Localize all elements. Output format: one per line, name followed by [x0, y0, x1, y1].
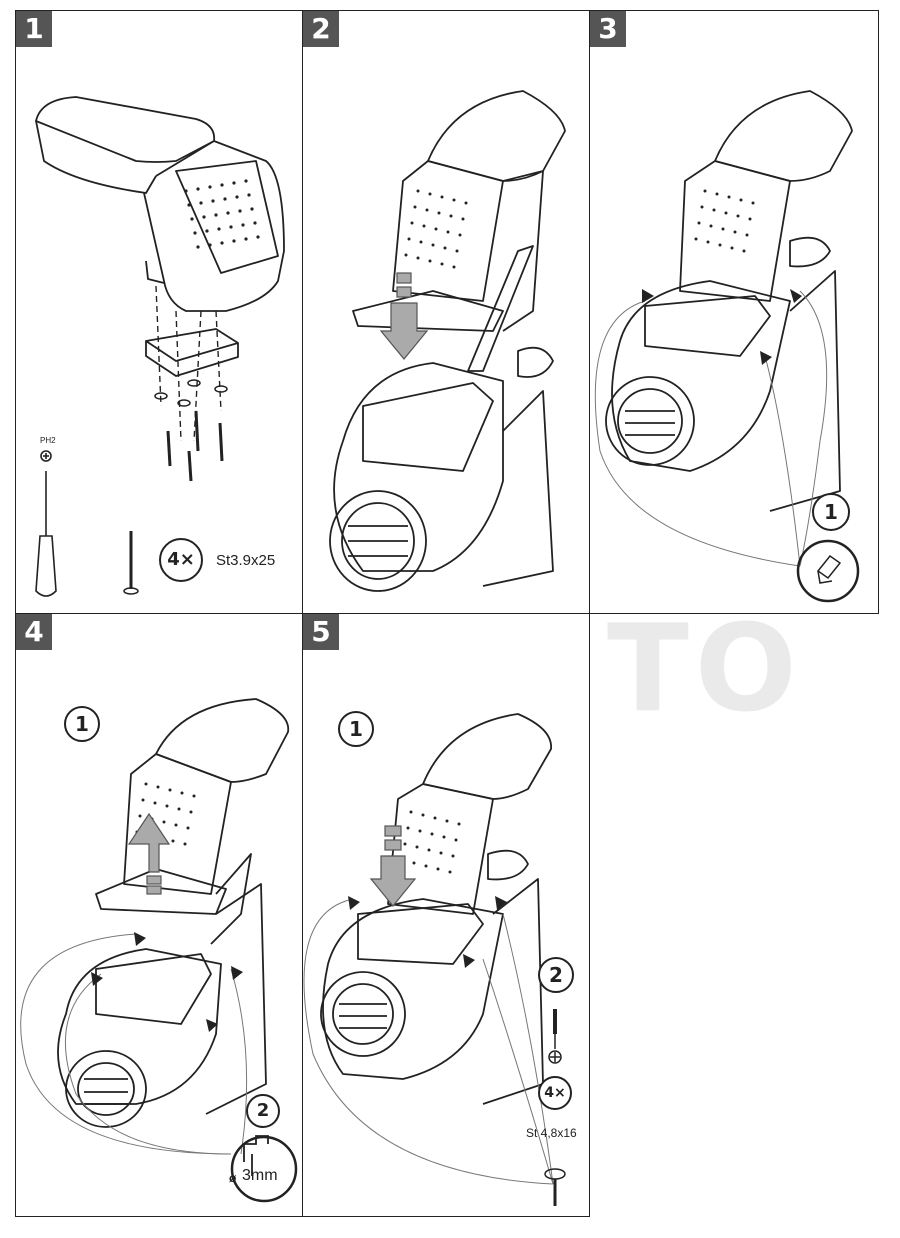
screw-spec-label: St 4,8x16	[526, 1126, 577, 1140]
step-2-panel: 2	[302, 10, 590, 614]
armrest-adjust-drawing	[20, 698, 298, 1203]
step-number: 3	[590, 11, 626, 47]
step-5-panel: 5	[302, 613, 590, 1217]
quantity-badge: 4×	[159, 538, 203, 582]
tool-label: PH2	[40, 436, 56, 445]
armrest-exploded-drawing	[35, 96, 285, 597]
drill-prefix: ø	[229, 1171, 237, 1185]
drill-size-label: 3mm	[242, 1167, 278, 1184]
armrest-fit-drawing	[594, 90, 860, 603]
sub-step-2-badge: 2	[246, 1094, 280, 1128]
step-number: 4	[16, 614, 52, 650]
armrest-insert-drawing	[329, 90, 566, 592]
sub-step-badge: 1	[812, 493, 850, 531]
sub-step-2-badge: 2	[538, 957, 574, 993]
quantity-badge: 4×	[538, 1076, 572, 1110]
sub-step-1-badge: 1	[64, 706, 100, 742]
step-1-panel: 1	[15, 10, 303, 614]
step-3-panel: 3 1	[589, 10, 879, 614]
step-number: 2	[303, 11, 339, 47]
step-4-panel: 4	[15, 613, 303, 1217]
armrest-fasten-drawing	[303, 713, 566, 1206]
step-number: 5	[303, 614, 339, 650]
step-number: 1	[16, 11, 52, 47]
sub-step-1-badge: 1	[338, 711, 374, 747]
screw-spec-label: St3.9x25	[216, 552, 276, 569]
